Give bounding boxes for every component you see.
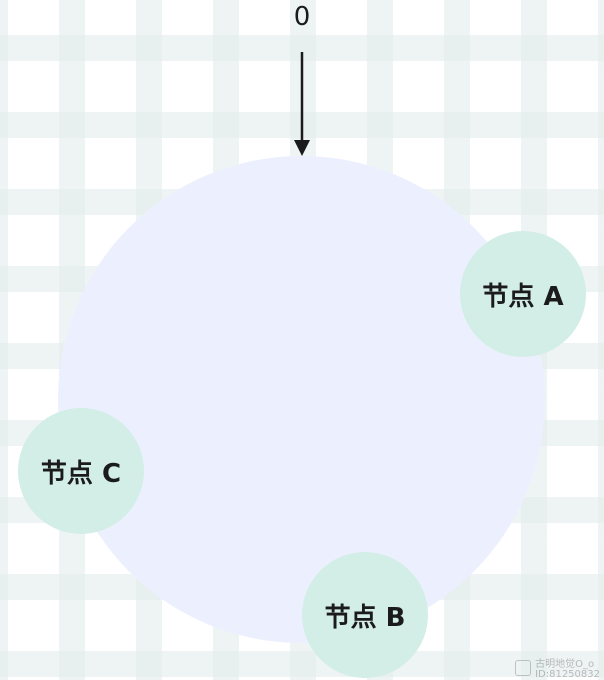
start-position-label: 0 [293, 2, 311, 32]
down-arrow-icon [294, 52, 310, 156]
node-b-label: 节点 B [324, 602, 406, 633]
watermark-id: ID:81250832 [535, 669, 600, 680]
hash-ring [58, 156, 545, 643]
node-a: 节点 A [460, 231, 586, 357]
node-c-label: 节点 C [40, 458, 122, 489]
watermark-text: 古明地觉O_o ID:81250832 [535, 660, 600, 680]
watermark: 古明地觉O_o ID:81250832 [515, 660, 600, 680]
node-b: 节点 B [302, 552, 428, 678]
watermark-logo-icon [515, 660, 532, 676]
watermark-author: 古明地觉O_o [535, 659, 595, 670]
node-c: 节点 C [18, 408, 144, 534]
node-a-label: 节点 A [482, 281, 564, 312]
